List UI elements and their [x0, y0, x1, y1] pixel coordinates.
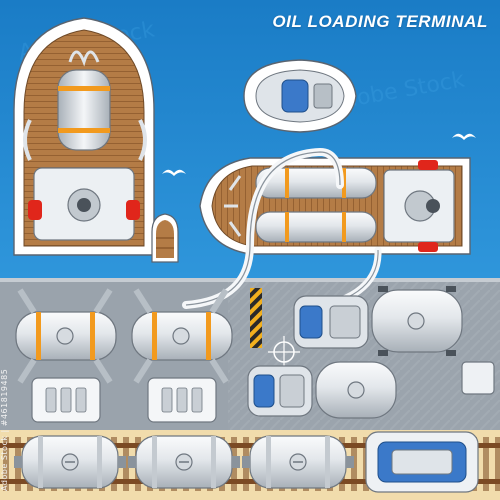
tanker-ship-horizontal — [199, 157, 471, 255]
stock-watermark: Adobe Stock | #461819485 — [0, 368, 9, 492]
rail-tank-car-2 — [127, 435, 241, 489]
crosshair-marker — [268, 336, 300, 368]
fuel-truck-1 — [293, 286, 463, 356]
rail-tank-car-1 — [13, 435, 127, 489]
storage-tank-1 — [15, 288, 117, 384]
pump-unit-1 — [31, 377, 101, 423]
pump-unit-2 — [147, 377, 217, 423]
tug-boat — [243, 59, 357, 133]
rail-tank-car-3 — [241, 435, 355, 489]
equipment-box — [461, 361, 495, 395]
page-title: OIL LOADING TERMINAL — [272, 12, 488, 31]
small-boat — [151, 213, 179, 263]
tanker-ship-vertical — [13, 17, 155, 256]
hazard-stripe — [250, 288, 262, 348]
locomotive — [365, 431, 479, 493]
storage-tank-2 — [131, 288, 233, 384]
fuel-truck-2 — [247, 361, 397, 419]
